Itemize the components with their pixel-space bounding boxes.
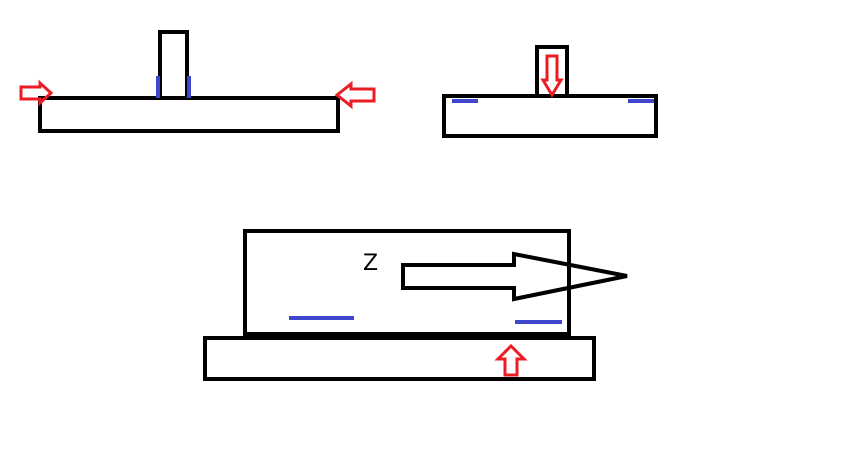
force-arrow-down <box>540 54 564 98</box>
base-plate <box>203 336 596 381</box>
figure-t-joint-side-forces <box>19 30 376 133</box>
figure-block-on-plate-z: Z <box>203 229 628 381</box>
force-arrow-left <box>334 80 376 110</box>
figure-t-joint-top-force <box>442 45 658 138</box>
force-arrow-right <box>19 79 54 107</box>
base-plate <box>38 96 340 133</box>
upper-block <box>243 229 571 336</box>
vertical-member <box>535 45 569 98</box>
force-arrow-up <box>494 343 528 377</box>
z-axis-label: Z <box>363 251 378 276</box>
z-direction-arrow <box>401 251 628 302</box>
vertical-member <box>158 30 189 100</box>
